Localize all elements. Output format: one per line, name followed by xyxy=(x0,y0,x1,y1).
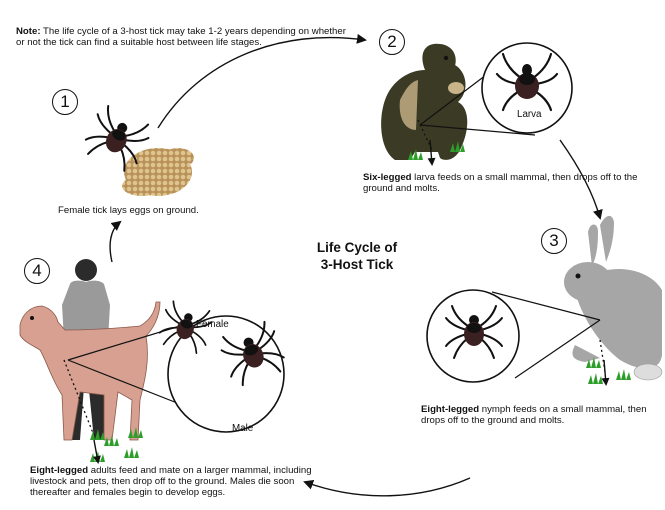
stage-1-caption: Female tick lays eggs on ground. xyxy=(58,205,199,216)
stage-4-bold: Eight-legged xyxy=(30,465,88,476)
stage-3-bold: Eight-legged xyxy=(421,404,479,415)
stage1-artwork xyxy=(81,103,194,196)
title-line-1: Life Cycle of xyxy=(287,240,427,257)
stage-2-caption: Six-legged larva feeds on a small mammal… xyxy=(363,172,663,195)
diagram-title: Life Cycle of 3-Host Tick xyxy=(287,240,427,274)
stage-3-number: 3 xyxy=(541,228,567,254)
note-label: Note: xyxy=(16,26,41,37)
stage-4-caption: Eight-legged adults feed and mate on a l… xyxy=(30,465,330,498)
male-label: Male xyxy=(232,423,253,434)
title-line-2: 3-Host Tick xyxy=(287,257,427,274)
female-label: Female xyxy=(196,319,229,330)
larva-label: Larva xyxy=(517,109,542,120)
life-cycle-note: Note: The life cycle of a 3-host tick ma… xyxy=(16,26,346,49)
stage-2-number: 2 xyxy=(379,29,405,55)
stage-3-caption: Eight-legged nymph feeds on a small mamm… xyxy=(421,404,665,427)
stage-1-number: 1 xyxy=(52,89,78,115)
stage-4-number: 4 xyxy=(24,258,50,284)
stage-2-bold: Six-legged xyxy=(363,172,412,183)
rabbit-host xyxy=(492,216,662,384)
nymph-inset xyxy=(427,290,519,382)
note-text: The life cycle of a 3-host tick may take… xyxy=(16,26,346,48)
